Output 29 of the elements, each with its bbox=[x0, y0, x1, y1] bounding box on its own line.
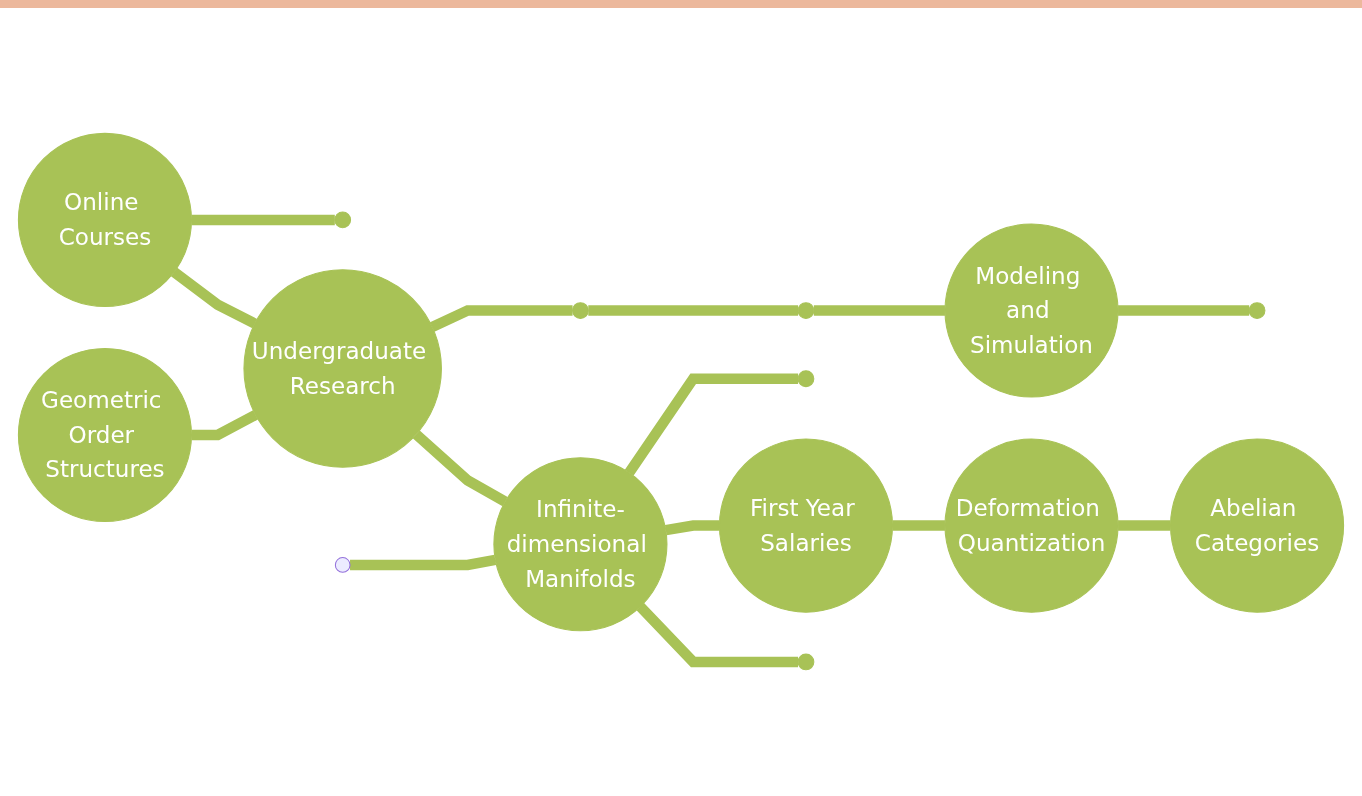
node-circle bbox=[797, 653, 815, 671]
connector bbox=[1118, 305, 1250, 317]
connector bbox=[813, 305, 945, 317]
connector bbox=[664, 520, 720, 536]
connector bbox=[350, 555, 497, 571]
node-circle bbox=[1170, 438, 1345, 614]
node-circle bbox=[243, 269, 442, 469]
node-circle bbox=[493, 457, 668, 632]
node-circle bbox=[1248, 302, 1266, 320]
network-diagram: Geometric Order Structures Infinite-dimensional Manifolds First Year Salaries Deformation Quantization Online Courses Undergraduate Research Modeling and Simulation Abelian Categories bbox=[10, 125, 1352, 679]
connector bbox=[636, 603, 799, 668]
node-circle bbox=[944, 223, 1119, 398]
node-circle bbox=[334, 211, 352, 229]
connector bbox=[430, 305, 573, 333]
node-circle bbox=[572, 302, 589, 320]
connector bbox=[588, 305, 799, 317]
connector bbox=[191, 410, 258, 441]
node-circle bbox=[797, 370, 815, 388]
connector bbox=[412, 430, 508, 507]
node-circle bbox=[718, 438, 894, 614]
connector bbox=[892, 520, 945, 532]
connector bbox=[171, 268, 258, 329]
node-circle bbox=[944, 438, 1119, 614]
connector bbox=[191, 215, 335, 226]
node-circle bbox=[17, 348, 192, 523]
node-circle bbox=[797, 302, 815, 320]
connector bbox=[624, 373, 799, 477]
node-circle bbox=[17, 133, 192, 308]
connector bbox=[1118, 520, 1171, 532]
